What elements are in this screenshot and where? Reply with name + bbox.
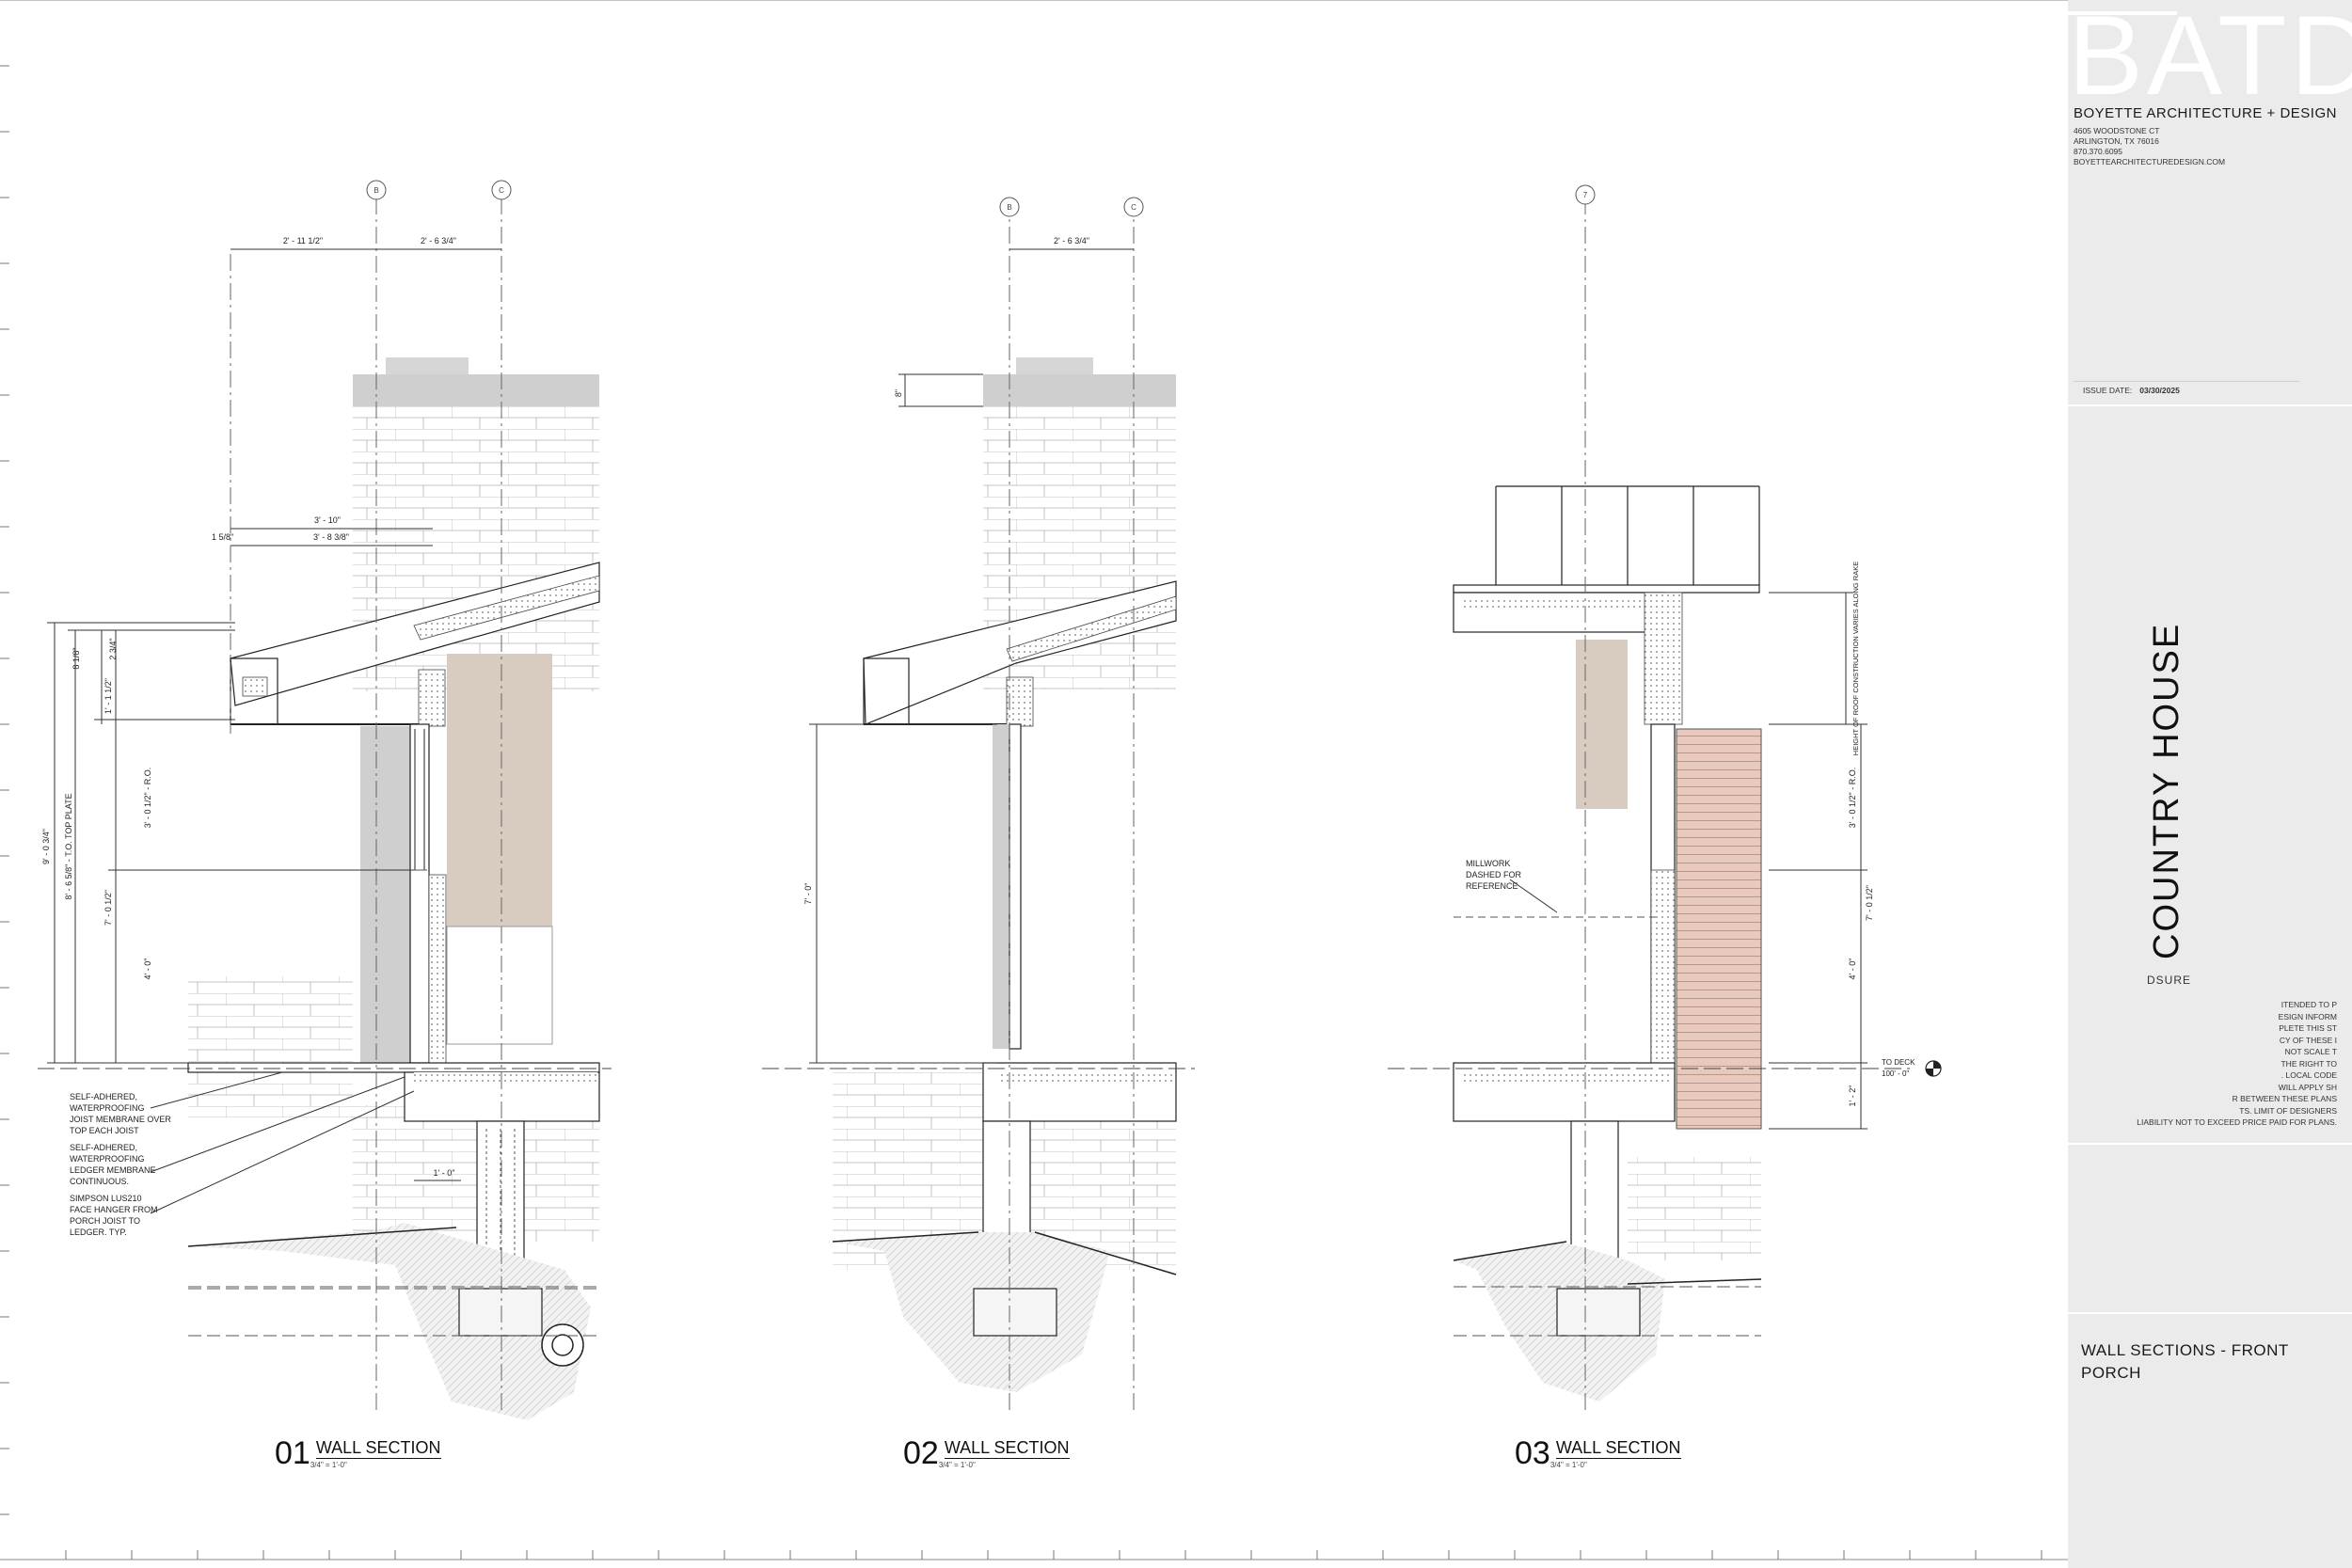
left-edge-ticks — [0, 65, 9, 1515]
section-label-02: 02 WALL SECTION 3/4" = 1'-0" — [903, 1437, 1070, 1469]
dim-s2-v-head: 7' - 0" — [803, 883, 813, 905]
firm-address-line2: ARLINGTON, TX 76016 — [2074, 136, 2159, 146]
issue-divider — [2074, 381, 2299, 382]
svg-text:7: 7 — [1583, 191, 1588, 199]
dim-s1-v-plate: 8' - 6 5/8" - T.O. TOP PLATE — [64, 793, 73, 899]
wall-section-01 — [38, 198, 612, 1420]
firm-logo: BATD — [2068, 0, 2352, 103]
disclosure-text: ITENDED TO P ESIGN INFORM PLETE THIS ST … — [2137, 1000, 2337, 1127]
note-leaders — [150, 879, 1558, 1214]
dim-s1-top-left: 2' - 11 1/2" — [283, 236, 323, 245]
bottom-edge-ticks — [65, 1550, 2042, 1560]
issue-date-value: 03/30/2025 — [2139, 386, 2180, 395]
dim-s1-footing: 1' - 0" — [434, 1168, 455, 1178]
dim-s1-overhang-b: 3' - 8 3/8" — [313, 532, 349, 542]
section-number: 03 — [1515, 1435, 1550, 1471]
dim-s3-v-base: 1' - 2" — [1848, 1085, 1857, 1107]
svg-text:B: B — [373, 186, 378, 195]
section-title: WALL SECTION — [944, 1438, 1070, 1459]
dim-s1-overhang-a: 3' - 10" — [314, 515, 341, 525]
dimension-labels: 2' - 11 1/2" 2' - 6 3/4" 3' - 10" 3' - 8… — [41, 236, 1915, 1178]
dim-s1-v-a: 8 1/8" — [72, 647, 81, 669]
section-title: WALL SECTION — [315, 1438, 441, 1459]
wall-section-02 — [762, 198, 1195, 1411]
section-scale: 3/4" = 1'-0" — [938, 1461, 976, 1469]
dim-s3-v-head: 7' - 0 1/2" — [1865, 885, 1874, 921]
issue-date-label: ISSUE DATE: — [2083, 386, 2133, 395]
firm-address-line1: 4605 WOODSTONE CT — [2074, 126, 2160, 135]
title-block — [2068, 0, 2352, 1568]
grid-bubble-s2-c: C — [1123, 197, 1144, 217]
issue-date-row: ISSUE DATE: 03/30/2025 — [2083, 386, 2180, 395]
section-scale: 3/4" = 1'-0" — [1549, 1461, 1587, 1469]
dim-s1-v-head: 7' - 0 1/2" — [103, 890, 113, 926]
firm-name: BOYETTE ARCHITECTURE + DESIGN — [2074, 105, 2337, 121]
dim-s1-v-c: 1' - 1 1/2" — [103, 678, 113, 714]
dim-s1-overhang-c: 1 5/8" — [212, 532, 233, 542]
grid-bubble-s2-b: B — [999, 197, 1020, 217]
firm-phone: 870.370.6095 — [2074, 147, 2122, 156]
sheet-title: WALL SECTIONS - FRONT PORCH — [2081, 1341, 2289, 1382]
grid-bubbles: B C B C 7 — [366, 180, 1596, 217]
note-face-hanger: SIMPSON LUS210 FACE HANGER FROM PORCH JO… — [70, 1194, 158, 1237]
section-title: WALL SECTION — [1555, 1438, 1681, 1459]
dim-s1-v-total: 9' - 0 3/4" — [41, 829, 51, 864]
disclosure-heading: DSURE — [2147, 974, 2192, 987]
grid-bubble-s1-b: B — [366, 180, 387, 200]
dim-s3-v-roof: HEIGHT OF ROOF CONSTRUCTION VARIES ALONG… — [1851, 562, 1860, 755]
grid-bubble-s3-7: 7 — [1575, 184, 1596, 205]
wall-section-03 — [1388, 198, 1942, 1411]
section-number: 02 — [903, 1435, 939, 1471]
dim-s1-top-right: 2' - 6 3/4" — [421, 236, 456, 245]
svg-text:C: C — [499, 186, 504, 195]
dim-s3-v-low: 4' - 0" — [1848, 958, 1857, 980]
svg-text:C: C — [1131, 203, 1136, 212]
dim-s1-v-b: 2 3/4" — [108, 638, 118, 659]
grid-bubble-s1-c: C — [491, 180, 512, 200]
sheet-frame — [0, 0, 2068, 1560]
dim-s1-v-ro: 3' - 0 1/2" - R.O. — [143, 768, 152, 828]
section-scale: 3/4" = 1'-0" — [310, 1461, 347, 1469]
dim-s2-top: 2' - 6 3/4" — [1054, 236, 1089, 245]
svg-text:BATD: BATD — [2068, 0, 2352, 103]
dim-s1-v-low: 4' - 0" — [143, 958, 152, 980]
note-ledger-membrane: SELF-ADHERED, WATERPROOFING LEDGER MEMBR… — [70, 1143, 156, 1186]
dim-s3-v-ro: 3' - 0 1/2" - R.O. — [1848, 768, 1857, 828]
dim-s2-parapet: 8" — [894, 389, 903, 397]
note-millwork: MILLWORK DASHED FOR REFERENCE — [1466, 859, 1522, 891]
svg-text:B: B — [1007, 203, 1011, 212]
section-label-01: 01 WALL SECTION 3/4" = 1'-0" — [275, 1437, 441, 1469]
title-block-divider — [2068, 1143, 2352, 1145]
deck-level-value: 100' - 0" — [1882, 1069, 1909, 1078]
deck-level-label: TO DECK — [1882, 1058, 1915, 1067]
note-joist-membrane: SELF-ADHERED, WATERPROOFING JOIST MEMBRA… — [70, 1092, 171, 1135]
section-number: 01 — [275, 1435, 310, 1471]
section-label-03: 03 WALL SECTION 3/4" = 1'-0" — [1515, 1437, 1681, 1469]
title-block-divider — [2068, 404, 2352, 406]
project-name: COUNTRY HOUSE — [2147, 622, 2186, 959]
firm-website: BOYETTEARCHITECTUREDESIGN.COM — [2074, 157, 2226, 166]
title-block-divider — [2068, 1312, 2352, 1314]
